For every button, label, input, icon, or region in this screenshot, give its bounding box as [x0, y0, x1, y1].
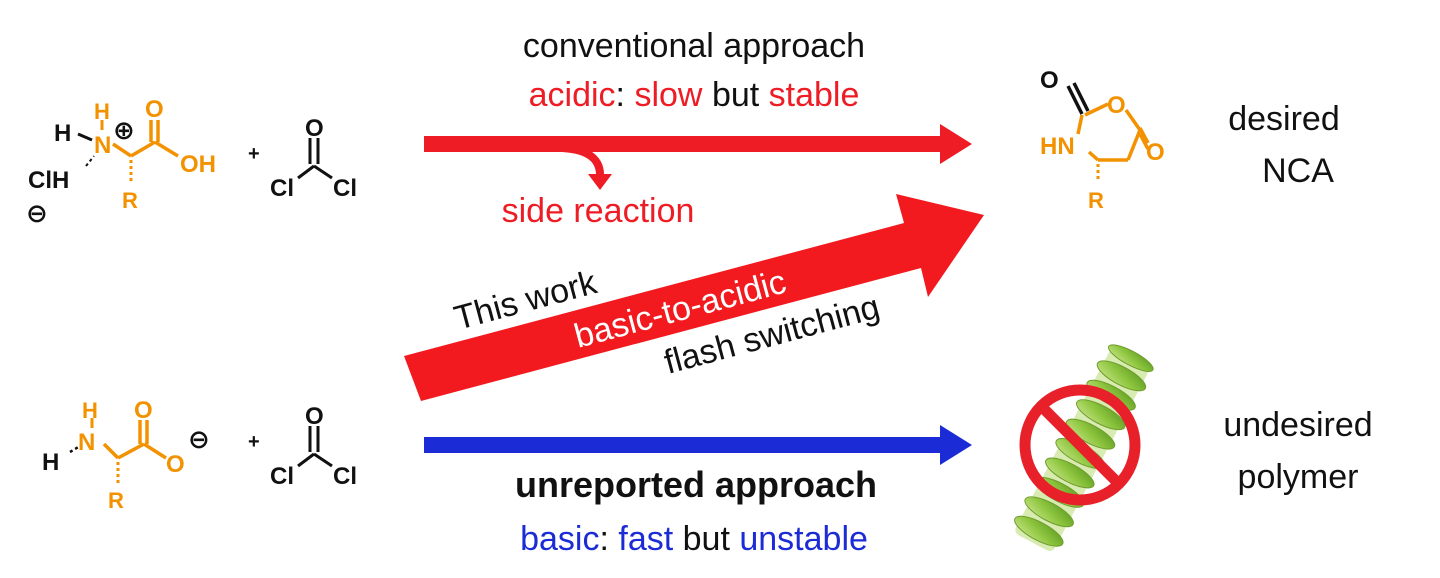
- phosgene-top-cl-left: Cl: [270, 175, 294, 202]
- plus-sign-top: +: [248, 143, 260, 165]
- forbidden-sign-icon: [1019, 384, 1141, 506]
- ammonium-r: R: [122, 188, 138, 213]
- carboxylate-o-right: O: [166, 451, 185, 478]
- unreported-approach-label: unreported approach: [515, 464, 877, 505]
- side-reaction-label: side reaction: [502, 192, 695, 230]
- this-work-arrow: [404, 194, 984, 401]
- nca-o-exo-top: O: [1040, 67, 1059, 94]
- phosgene-top-o: O: [305, 115, 324, 142]
- ammonium-o-top: O: [145, 96, 164, 123]
- ammonium-h-top: H: [94, 99, 110, 124]
- basic-summary-line: basic: fast but unstable: [520, 520, 868, 558]
- acidic-word: acidic: [529, 76, 616, 114]
- carboxylate-molecule: H N H O O ⊖ R: [42, 397, 210, 513]
- polymer-label: polymer: [1238, 458, 1359, 496]
- unreported-arrow: [424, 425, 972, 465]
- slow-word: slow: [634, 76, 702, 114]
- carboxylate-minus-charge: ⊖: [188, 424, 210, 454]
- acidic-colon: :: [616, 76, 625, 114]
- side-reaction-arrow: [561, 144, 612, 190]
- carboxylate-o-top: O: [134, 397, 153, 424]
- conventional-approach-label: conventional approach: [523, 27, 865, 65]
- acidic-summary-line: acidic: slow but stable: [529, 76, 860, 114]
- basic-colon: :: [599, 520, 608, 558]
- nca-r: R: [1088, 188, 1104, 213]
- hcl-counterion: ClH: [28, 167, 69, 194]
- ammonium-h-left: H: [54, 120, 71, 147]
- ammonium-n: N: [94, 132, 111, 159]
- basic-but-word: but: [683, 520, 731, 558]
- nca-o-ring: O: [1107, 92, 1126, 119]
- ammonium-oh: OH: [180, 151, 216, 178]
- stable-word: stable: [769, 76, 860, 114]
- carboxylate-h-top: H: [82, 398, 98, 423]
- ammonium-plus-charge: ⊕: [113, 115, 135, 145]
- desired-label: desired: [1228, 100, 1340, 138]
- acidic-but-word: but: [712, 76, 760, 114]
- carboxylate-h-left: H: [42, 449, 59, 476]
- phosgene-bottom-cl-right: Cl: [333, 463, 357, 490]
- nca-hn: HN: [1040, 133, 1075, 160]
- unstable-word: unstable: [739, 520, 868, 558]
- ammonium-salt-molecule: H N H ⊕ O OH R ClH ⊖: [26, 96, 216, 228]
- phosgene-top-cl-right: Cl: [333, 175, 357, 202]
- plus-sign-bottom: +: [248, 431, 260, 453]
- chloride-minus-charge: ⊖: [26, 198, 48, 228]
- carboxylate-r: R: [108, 488, 124, 513]
- phosgene-bottom-o: O: [305, 403, 324, 430]
- carboxylate-n: N: [78, 429, 95, 456]
- fast-word: fast: [618, 520, 673, 558]
- phosgene-top: + O Cl Cl: [248, 115, 357, 202]
- nca-molecule: O O HN O R: [1040, 67, 1165, 213]
- conventional-arrow: [424, 124, 972, 164]
- nca-o-exo-right: O: [1146, 139, 1165, 166]
- phosgene-bottom: + O Cl Cl: [248, 403, 357, 490]
- undesired-label: undesired: [1223, 406, 1372, 444]
- basic-word: basic: [520, 520, 599, 558]
- nca-label: NCA: [1262, 152, 1334, 190]
- phosgene-bottom-cl-left: Cl: [270, 463, 294, 490]
